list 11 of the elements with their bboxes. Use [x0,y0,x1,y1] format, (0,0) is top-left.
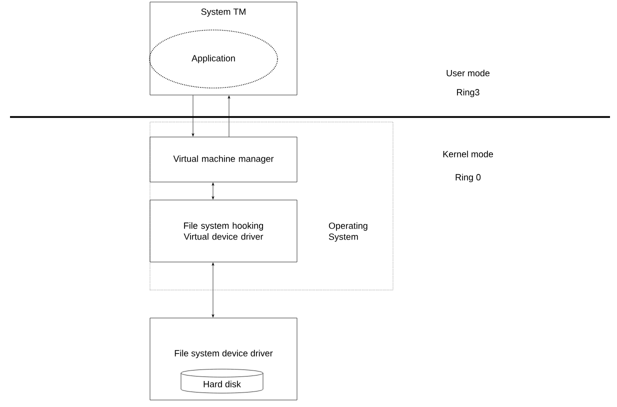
process-box: File system hooking Virtual device driver [150,200,298,262]
mode-label: Ring 0 [456,174,481,182]
process-box: Virtual machine manager [150,136,298,182]
mode-label: User mode [446,70,490,76]
arrow [228,96,230,137]
disk-cylinder: Hard disk [180,368,264,394]
arrow [212,262,214,318]
mode-label: Ring3 [457,88,480,98]
mode-label: Kernel mode [443,150,494,158]
arrow [192,95,194,136]
arrow [212,182,214,200]
